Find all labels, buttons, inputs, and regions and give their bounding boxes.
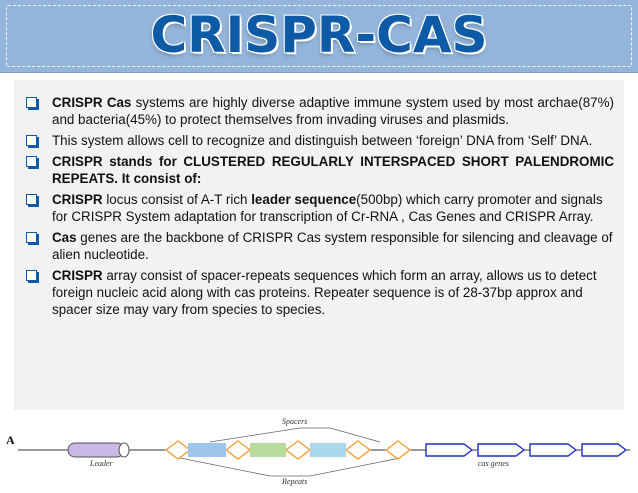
crispr-locus-diagram: A Spacers Leader Repeats cas genes	[6, 417, 630, 486]
bullet-item: CRISPR locus consist of A-T rich leader …	[24, 191, 614, 225]
bullet-list: CRISPR Cas systems are highly diverse ad…	[14, 80, 624, 318]
repeat-diamond-4	[344, 440, 372, 460]
bullet-item: This system allows cell to recognize and…	[24, 132, 614, 149]
spacers-bracket	[209, 427, 381, 443]
bullet-item: Cas genes are the backbone of CRISPR Cas…	[24, 229, 614, 263]
spacers-label: Spacers	[282, 417, 307, 426]
spacer-box-3	[310, 443, 346, 457]
panel-letter: A	[6, 433, 15, 447]
bullet-item: CRISPR Cas systems are highly diverse ad…	[24, 94, 614, 128]
title-banner: CRISPR-CAS	[0, 0, 638, 73]
spacer-box-1	[188, 443, 226, 457]
cas-gene-arrow-4	[581, 443, 628, 457]
checkbox-bullet-icon	[26, 156, 37, 167]
cas-gene-arrow-2	[477, 443, 526, 457]
leader-cylinder	[67, 442, 130, 458]
banner-stitch-border	[6, 5, 632, 67]
bullet-item: CRISPR array consist of spacer-repeats s…	[24, 267, 614, 318]
repeat-diamond-5	[384, 440, 412, 460]
repeat-diamond-1	[164, 440, 192, 460]
slide-title: CRISPR-CAS	[150, 6, 488, 64]
repeat-diamonds	[164, 440, 412, 460]
leader-label: Leader	[89, 459, 114, 468]
checkbox-bullet-icon	[26, 232, 37, 243]
checkbox-bullet-icon	[26, 194, 37, 205]
cas-gene-arrow-3	[529, 443, 578, 457]
cas-genes-label: cas genes	[478, 459, 509, 468]
repeats-label: Repeats	[281, 477, 307, 486]
checkbox-bullet-icon	[26, 135, 37, 146]
checkbox-bullet-icon	[26, 270, 37, 281]
content-panel: CRISPR Cas systems are highly diverse ad…	[14, 80, 624, 410]
checkbox-bullet-icon	[26, 97, 37, 108]
cas-gene-arrow-1	[425, 443, 474, 457]
bullet-item: CRISPR stands for CLUSTERED REGULARLY IN…	[24, 153, 614, 187]
repeats-bracket	[179, 457, 401, 477]
spacer-box-2	[250, 443, 286, 457]
repeat-diamond-2	[224, 440, 252, 460]
repeat-diamond-3	[284, 440, 312, 460]
cas-gene-arrows	[425, 443, 628, 457]
spacer-boxes	[188, 443, 346, 457]
